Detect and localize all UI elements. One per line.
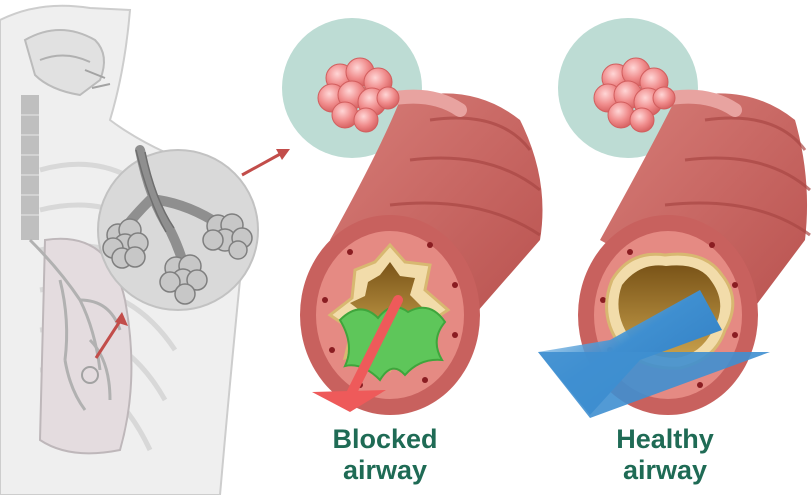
bronchiole-inset — [97, 145, 259, 311]
blocked-airway-label: Blocked airway — [300, 424, 470, 486]
healthy-airway-label-line1: Healthy — [616, 424, 714, 454]
healthy-airway-label: Healthy airway — [580, 424, 750, 486]
blocked-airway-label-line1: Blocked — [332, 424, 438, 454]
zoom-arrow-upper — [241, 149, 290, 177]
blocked-airway-label-line2: airway — [342, 455, 428, 485]
blocked-airway-illustration — [282, 18, 543, 415]
alveoli-cluster-healthy — [593, 57, 676, 133]
healthy-airflow-arrow — [538, 290, 770, 418]
alveoli-cluster-blocked — [317, 57, 400, 133]
healthy-airway-label-line2: airway — [622, 455, 708, 485]
blocked-airflow-arrow — [312, 295, 403, 412]
healthy-airway-illustration — [538, 18, 811, 418]
zoom-arrow-lower — [94, 312, 128, 359]
